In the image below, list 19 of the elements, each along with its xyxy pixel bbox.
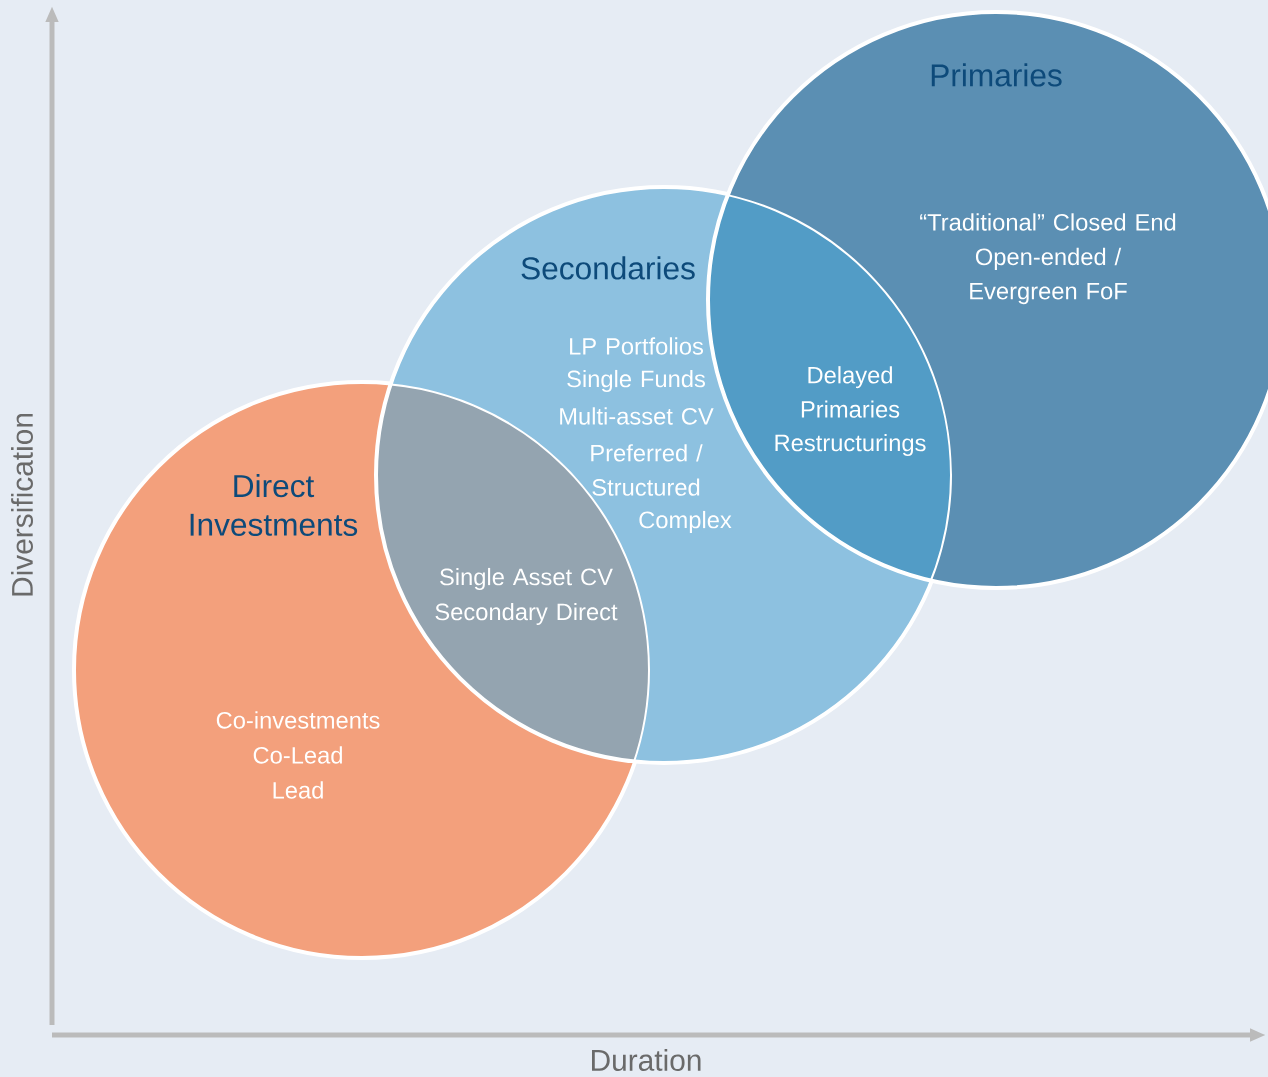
circle-text: Lead [273,781,323,799]
circle-text: Co-Lead [253,746,342,764]
overlap-text: Secondary Direct [435,602,618,626]
circle-text: LP Portfolios [570,337,703,355]
circle-heading: Primaries [931,63,1062,87]
circle-text: “Traditional” Closed End [920,213,1176,231]
circle-text: Complex [639,510,732,534]
circle-heading: Direct Investments [190,474,358,536]
circle-heading: Secondaries [521,256,695,280]
overlap-text: Restructurings [775,433,926,457]
axis-label: Duration [592,1049,701,1071]
circle-text: Preferred / Structured [591,444,703,496]
overlap-text: Single Asset CV [440,567,613,591]
circle-text: Multi-asset CV [560,407,714,425]
circle-text: Co-investments [216,711,380,729]
circle-text: Single Funds [567,369,705,393]
overlap-text: Delayed Primaries [801,366,900,418]
axis-label: Diversification [11,414,33,596]
circle-text: Open-ended / Evergreen FoF [970,247,1127,305]
